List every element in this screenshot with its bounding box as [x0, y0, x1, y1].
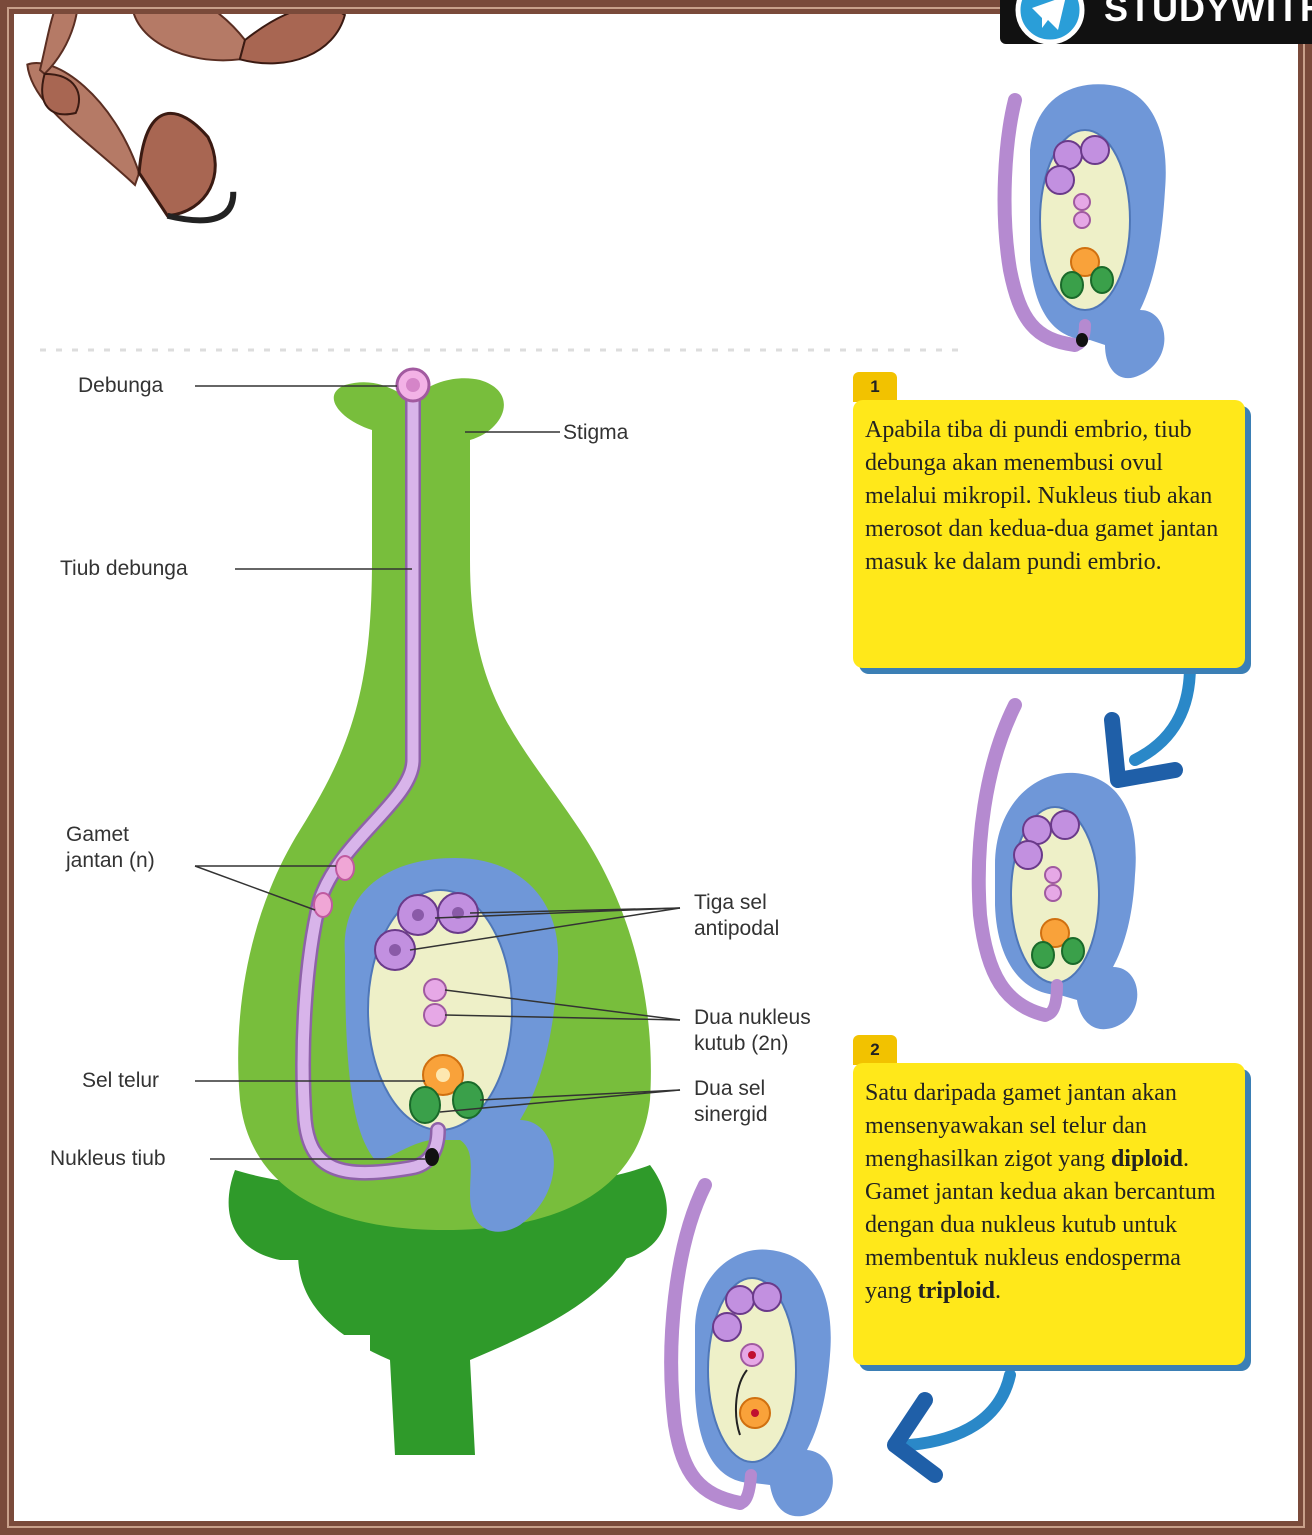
label-dua-sel-sinergid: Dua sel sinergid [694, 1076, 768, 1128]
label-nukleus-tiub: Nukleus tiub [50, 1146, 166, 1172]
label-gamet-jantan: Gamet jantan (n) [66, 822, 155, 874]
label-sel-telur: Sel telur [82, 1068, 159, 1094]
label-stigma: Stigma [563, 420, 628, 446]
label-debunga: Debunga [78, 373, 163, 399]
step-2-text: . [995, 1278, 1001, 1304]
telegram-plane-icon [1008, 0, 1092, 44]
blank-patch [14, 1335, 370, 1521]
label-dua-nukleus-kutub: Dua nukleus kutub (2n) [694, 1005, 811, 1057]
label-tiub-debunga: Tiub debunga [60, 556, 188, 582]
step-2-note: Satu daripada gamet jantan akan mensenya… [853, 1063, 1245, 1365]
brand-name: STUDYWITH [1104, 0, 1312, 30]
step-1-note: Apabila tiba di pundi embrio, tiub debun… [853, 400, 1245, 668]
step-1-text: Apabila tiba di pundi embrio, tiub debun… [865, 417, 1218, 575]
male-gamete [314, 893, 332, 917]
term-triploid: triploid [918, 1278, 995, 1304]
label-tiga-sel-antipodal: Tiga sel antipodal [694, 890, 779, 942]
term-diploid: diploid [1111, 1146, 1183, 1172]
step-number-badge: 2 [853, 1035, 897, 1065]
tube-nucleus [425, 1148, 439, 1166]
step-number-badge: 1 [853, 372, 897, 402]
male-gamete [336, 856, 354, 880]
brand-badge[interactable]: STUDYWITH [1000, 0, 1312, 44]
